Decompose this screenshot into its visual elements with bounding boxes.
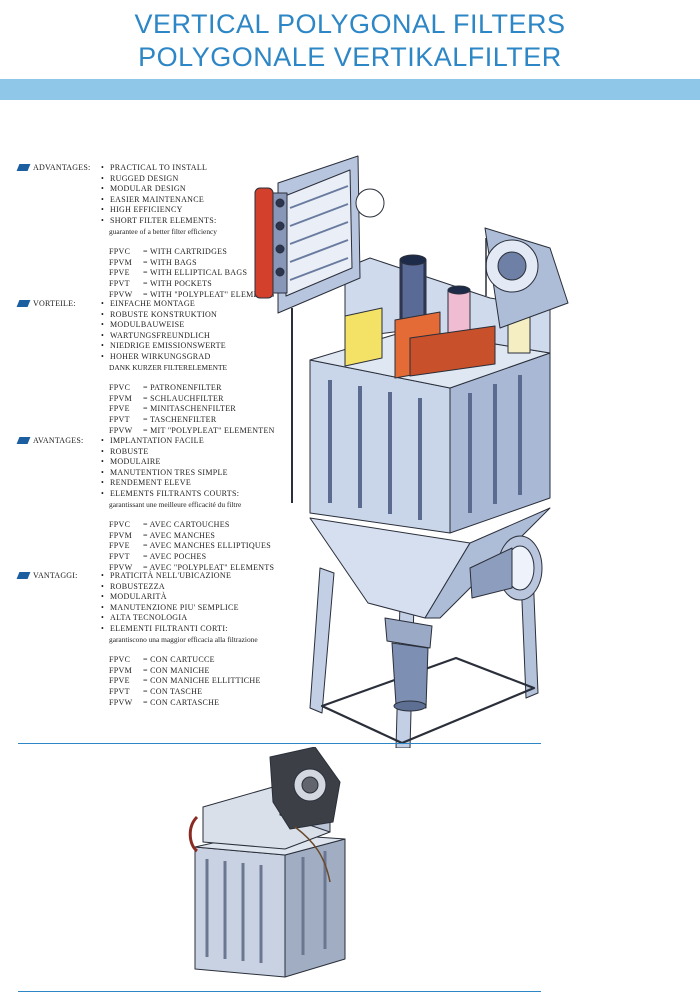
list-note: garantissant une meilleure efficacité du… [109, 499, 242, 509]
list-item: PRATICITÀ NELL'UBICAZIONE [101, 571, 331, 582]
compact-filter-illustration [188, 747, 346, 978]
list-note: garantiscono una maggior efficacia alla … [109, 634, 258, 644]
section-marker-icon [16, 300, 31, 307]
model-code-row: FPVC= CON CARTUCCE [109, 655, 215, 665]
section-marker-icon [16, 437, 31, 444]
page-title: VERTICAL POLYGONAL FILTERS [134, 9, 566, 39]
model-code-row: FPVT= TASCHENFILTER [109, 414, 217, 424]
section-heading: AVANTAGES: [16, 436, 100, 447]
list-item: RENDEMENT ELEVE [101, 478, 331, 489]
model-code-row: FPVT= AVEC POCHES [109, 551, 207, 561]
list-item: EINFACHE MONTAGE [101, 299, 331, 310]
model-code-row: FPVC= AVEC CARTOUCHES [109, 520, 230, 530]
list-item: MANUTENTION TRES SIMPLE [101, 468, 331, 479]
list-item: ROBUSTE KONSTRUKTION [101, 310, 331, 321]
model-code-row: FPVE= MINITASCHENFILTER [109, 404, 237, 414]
list-item: ELEMENTI FILTRANTI CORTI: [101, 624, 331, 635]
model-code-row: FPVM= WITH BAGS [109, 257, 197, 267]
list-item: IMPLANTATION FACILE [101, 436, 331, 447]
feature-list: IMPLANTATION FACILE ROBUSTE MODULAIRE MA… [101, 436, 331, 573]
list-item: HIGH EFFICIENCY [101, 205, 331, 216]
list-item: ALTA TECNOLOGIA [101, 613, 331, 624]
section-heading: ADVANTAGES: [16, 163, 100, 174]
feature-list: PRACTICAL TO INSTALL RUGGED DESIGN MODUL… [101, 163, 331, 300]
list-item: RUGGED DESIGN [101, 174, 331, 185]
list-item: MODULBAUWEISE [101, 320, 331, 331]
list-item: WARTUNGSFREUNDLICH [101, 331, 331, 342]
section-marker-icon [16, 572, 31, 579]
list-item: ROBUSTEZZA [101, 582, 331, 593]
model-code-row: FPVW= MIT "POLYPLEAT" ELEMENTEN [109, 425, 275, 435]
model-code-row: FPVE= AVEC MANCHES ELLIPTIQUES [109, 541, 271, 551]
divider-bottom [18, 991, 541, 992]
list-item: NIEDRIGE EMISSIONSWERTE [101, 341, 331, 352]
list-item: ROBUSTE [101, 447, 331, 458]
header-band [0, 79, 700, 100]
page-subtitle: POLYGONALE VERTIKALFILTER [138, 42, 562, 72]
list-item: HOHER WIRKUNGSGRAD [101, 352, 331, 363]
model-code-row: FPVT= CON TASCHE [109, 686, 203, 696]
section-heading: VORTEILE: [16, 299, 100, 310]
model-code-row: FPVC= PATRONENFILTER [109, 383, 222, 393]
model-code-row: FPVE= CON MANICHE ELLITTICHE [109, 676, 261, 686]
large-filter-illustration [254, 155, 569, 748]
divider-top [18, 743, 541, 744]
model-code-row: FPVM= SCHLAUCHFILTER [109, 393, 224, 403]
section-marker-icon [16, 164, 31, 171]
model-code-row: FPVM= CON MANICHE [109, 665, 210, 675]
section-label: VANTAGGI: [33, 571, 78, 580]
section-heading: VANTAGGI: [16, 571, 100, 582]
list-note: DANK KURZER FILTERELEMENTE [109, 362, 227, 372]
model-code-row: FPVE= WITH ELLIPTICAL BAGS [109, 268, 248, 278]
section-label: ADVANTAGES: [33, 163, 91, 172]
feature-list: EINFACHE MONTAGE ROBUSTE KONSTRUKTION MO… [101, 299, 331, 436]
list-item: ELEMENTS FILTRANTS COURTS: [101, 489, 331, 500]
section-label: VORTEILE: [33, 299, 76, 308]
list-item: MANUTENZIONE PIU' SEMPLICE [101, 603, 331, 614]
list-item: MODULARITÀ [101, 592, 331, 603]
model-code-row: FPVM= AVEC MANCHES [109, 530, 216, 540]
list-item: MODULAR DESIGN [101, 184, 331, 195]
model-code-row: FPVW= AVEC "POLYPLEAT" ELEMENTS [109, 562, 275, 572]
list-note: guarantee of a better filter efficiency [109, 226, 217, 236]
list-item: PRACTICAL TO INSTALL [101, 163, 331, 174]
model-code-row: FPVC= WITH CARTRIDGES [109, 247, 228, 257]
feature-list: PRATICITÀ NELL'UBICAZIONE ROBUSTEZZA MOD… [101, 571, 331, 708]
model-code-row: FPVW= CON CARTASCHE [109, 697, 220, 707]
section-label: AVANTAGES: [33, 436, 84, 445]
list-item: SHORT FILTER ELEMENTS: [101, 216, 331, 227]
list-item: EASIER MAINTENANCE [101, 195, 331, 206]
model-code-row: FPVT= WITH POCKETS [109, 278, 213, 288]
model-code-row: FPVW= WITH "POLYPLEAT" ELEMENTS [109, 289, 275, 299]
list-item: MODULAIRE [101, 457, 331, 468]
